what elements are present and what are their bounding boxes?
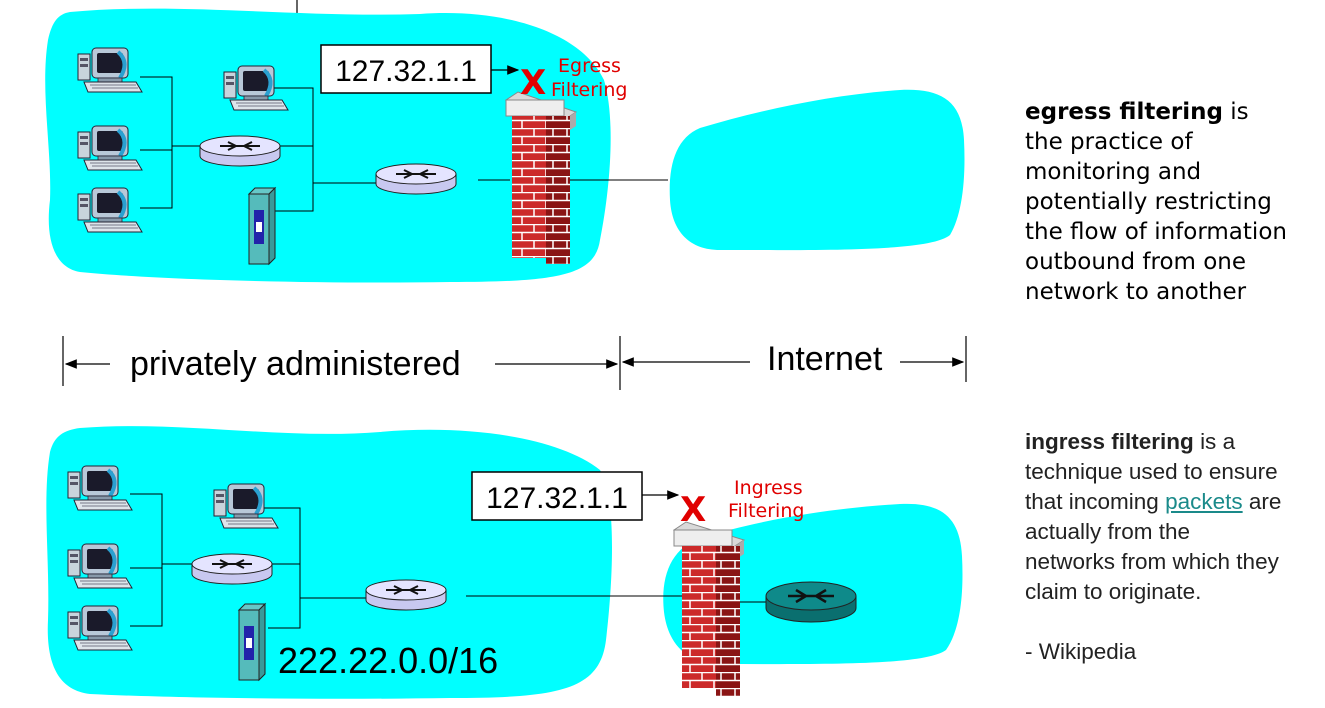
egress-line: potentially restricting <box>1025 189 1272 215</box>
egress-line: is <box>1230 99 1249 125</box>
router-icon <box>375 163 457 195</box>
ingress-label-line1: Ingress <box>734 477 803 499</box>
ingress-term: ingress filtering <box>1025 429 1194 454</box>
server-icon <box>238 603 266 681</box>
egress-line: monitoring and <box>1025 159 1202 185</box>
egress-line: the practice of <box>1025 129 1193 155</box>
ingress-line: actually from the <box>1025 519 1191 544</box>
firewall-icon <box>504 91 578 264</box>
packets-link[interactable]: packets <box>1165 489 1243 514</box>
attribution: - Wikipedia <box>1025 639 1137 664</box>
boundary-ruler <box>62 336 967 390</box>
egress-description: egress filtering is the practice of moni… <box>1025 97 1287 307</box>
egress-line: the flow of information <box>1025 219 1287 245</box>
internet-cloud-top <box>669 89 965 251</box>
egress-label-line1: Egress <box>558 55 621 77</box>
router-icon <box>365 579 447 611</box>
ingress-line: are <box>1248 489 1282 514</box>
ingress-description: ingress filtering is a technique used to… <box>1025 427 1281 667</box>
router-icon <box>199 135 281 167</box>
block-mark: X <box>520 63 546 103</box>
ingress-line: is a <box>1200 429 1236 454</box>
ingress-line: networks from which they <box>1025 549 1279 574</box>
ip-box <box>471 471 643 521</box>
subnet-label: 222.22.0.0/16 <box>278 640 498 681</box>
private-label: privately administered <box>130 345 461 383</box>
ip-box <box>320 44 492 94</box>
egress-label-line2: Filtering <box>551 79 627 101</box>
ip-box-label: 127.32.1.1 <box>335 55 477 88</box>
ingress-line: claim to originate. <box>1025 579 1202 604</box>
ingress-line: that incoming <box>1025 489 1159 514</box>
internet-router-icon <box>764 580 858 624</box>
server-icon <box>248 187 276 265</box>
ingress-label-line2: Filtering <box>728 500 804 522</box>
bottom-links <box>130 493 766 629</box>
egress-line: outbound from one <box>1025 249 1247 275</box>
router-icon <box>191 553 273 585</box>
egress-term: egress filtering <box>1025 99 1223 125</box>
block-mark: X <box>680 490 706 530</box>
private-cloud-bottom <box>46 426 612 699</box>
egress-line: network to another <box>1025 279 1247 305</box>
ip-box-label: 127.32.1.1 <box>486 482 628 515</box>
ingress-line: technique used to ensure <box>1025 459 1278 484</box>
internet-label: Internet <box>767 340 883 378</box>
firewall-icon <box>672 521 746 696</box>
top-links <box>140 76 668 212</box>
